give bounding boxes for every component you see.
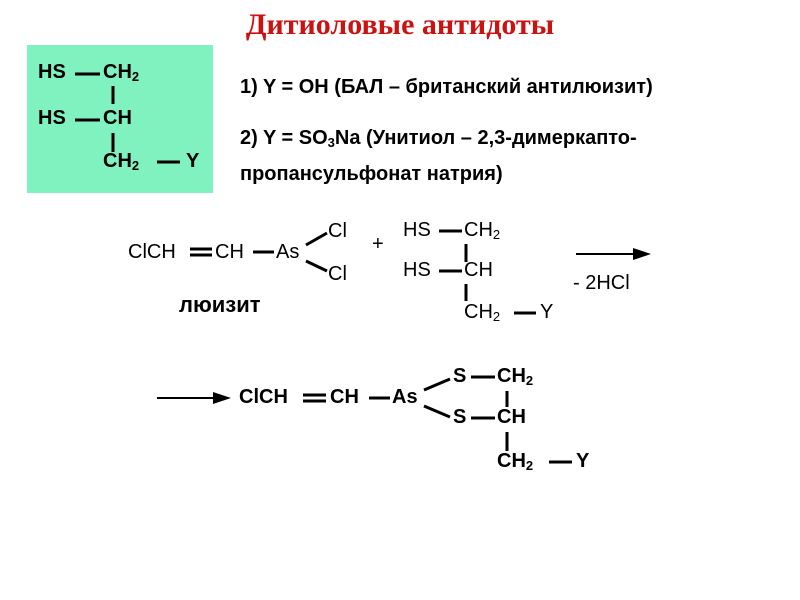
product-clch: ClCH (239, 386, 288, 408)
product-s-top: S (453, 365, 467, 387)
product-ch2-b: CH2 (497, 450, 534, 473)
reagent-ch2: CH2 (464, 219, 501, 242)
note-bal: 1) Y = OH (БАЛ – британский антилюизит) (240, 76, 653, 98)
box-ch2-1: CH2 (103, 61, 140, 84)
byproduct-hcl: - 2HCl (573, 272, 630, 294)
reaction-arrow-head (633, 248, 651, 260)
lewisite-ch: CH (215, 241, 244, 263)
lewisite-cl-top: Cl (328, 220, 347, 242)
box-hs-2: HS (38, 107, 66, 129)
product-ch: CH (330, 386, 359, 408)
lewisite-as: As (276, 241, 300, 263)
product-ch-ring: CH (497, 406, 526, 428)
reagent-hs-1: HS (403, 219, 431, 241)
box-ch: CH (103, 107, 132, 129)
reagent-ch: CH (464, 259, 493, 281)
box-y: Y (186, 150, 200, 172)
lewisite-clch: ClCH (128, 241, 176, 263)
plus-sign: + (372, 233, 384, 255)
note-unithiol-line2: пропансульфонат натрия) (240, 163, 503, 185)
product-as: As (392, 386, 418, 408)
bond-as-cl-bottom (305, 259, 328, 273)
dithiol-formula-box (27, 45, 213, 193)
product-s-bottom: S (453, 406, 467, 428)
note-unithiol-line1: 2) Y = SO3Na (Унитиол – 2,3-димеркапто- (240, 127, 637, 150)
reagent-hs-2: HS (403, 259, 431, 281)
product-y: Y (576, 450, 590, 472)
lewisite-label: люизит (179, 292, 261, 317)
reagent-ch2-b: CH2 (464, 301, 501, 324)
bond-as-s-top (423, 377, 451, 392)
slide-title: Дитиоловые антидоты (245, 8, 555, 41)
product-arrow-head (213, 392, 231, 404)
product-ch2: CH2 (497, 365, 534, 388)
bond-as-cl-top (305, 231, 328, 247)
bond-as-s-bottom (423, 404, 451, 419)
reagent-y: Y (540, 301, 554, 323)
box-hs-1: HS (38, 61, 66, 83)
box-ch2-2: CH2 (103, 150, 140, 173)
lewisite-cl-bottom: Cl (328, 263, 347, 285)
